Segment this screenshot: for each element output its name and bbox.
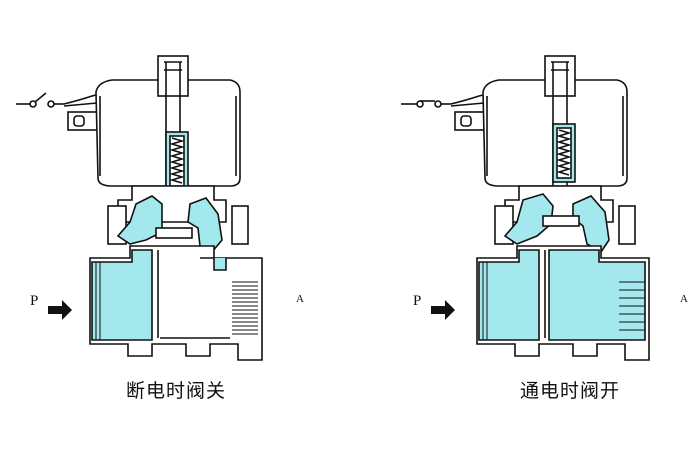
outlet-fluid xyxy=(548,249,646,341)
caption-open: 通电时阀开 xyxy=(520,380,621,402)
inlet-label-closed: P xyxy=(30,293,39,309)
diaphragm xyxy=(155,227,193,239)
power-switch-open xyxy=(16,92,64,108)
valve-open-diagram xyxy=(401,55,650,361)
spring xyxy=(169,137,185,184)
inlet-arrow-icon xyxy=(48,300,72,320)
outlet-label-closed: A xyxy=(296,293,304,305)
inlet-fluid xyxy=(478,249,540,341)
inlet-fluid xyxy=(91,249,153,341)
caption-closed: 断电时阀关 xyxy=(126,380,227,402)
pilot-fluid-left xyxy=(503,193,554,245)
valve-closed-diagram xyxy=(16,55,263,361)
coil-wire xyxy=(63,91,109,105)
inlet-arrow-icon xyxy=(431,300,455,320)
pilot-fluid-left xyxy=(116,195,163,245)
outlet-thread xyxy=(232,281,258,335)
outlet-label-open: A xyxy=(680,293,688,305)
outlet-thread xyxy=(619,281,645,331)
diaphragm xyxy=(542,215,580,227)
inlet-thread xyxy=(482,262,488,340)
inlet-label-open: P xyxy=(413,293,422,309)
spring xyxy=(556,129,572,176)
inlet-thread xyxy=(95,262,101,340)
coil-wire xyxy=(450,91,496,105)
power-switch-closed xyxy=(401,100,451,108)
